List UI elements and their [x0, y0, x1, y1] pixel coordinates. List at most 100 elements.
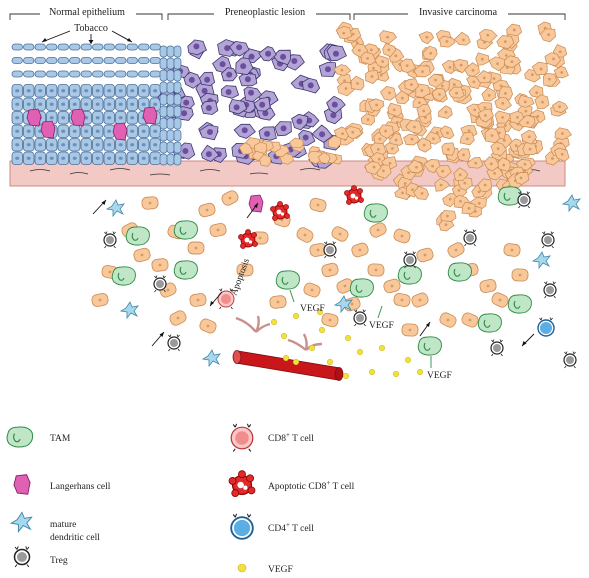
- carcinoma-nucleus: [504, 91, 507, 95]
- preneoplastic-nucleus: [265, 50, 272, 57]
- carcinoma-nucleus: [486, 33, 490, 37]
- carcinoma-nucleus: [483, 40, 486, 44]
- tam-cell: [447, 262, 472, 282]
- carcinoma-nucleus: [400, 96, 404, 100]
- carcinoma-nucleus: [477, 201, 481, 205]
- normal-cell: [23, 43, 35, 51]
- apoptotic-cd8-t-cell: [238, 229, 258, 249]
- transition-cell: [159, 81, 168, 94]
- carcinoma-nucleus: [490, 134, 494, 137]
- preneoplastic-nucleus: [219, 61, 226, 68]
- stromal-tumor-cells: [91, 190, 529, 337]
- carcinoma-nucleus: [392, 108, 396, 112]
- transition-cell: [166, 129, 175, 142]
- carcinoma-cell: [307, 150, 324, 165]
- normal-cell: [46, 57, 58, 64]
- tam-cell: [173, 260, 198, 280]
- normal-cell: [149, 70, 161, 78]
- stromal-tumor-cell: [369, 222, 387, 238]
- carcinoma-nucleus: [341, 132, 344, 136]
- carcinoma-nucleus: [438, 93, 441, 96]
- normal-cell-nucleus: [118, 143, 123, 147]
- normal-cell: [46, 43, 58, 51]
- preneoplastic-nucleus: [206, 129, 213, 136]
- carcinoma-nucleus: [407, 171, 410, 175]
- tam-cell: [275, 270, 300, 290]
- dendritic-cell: [333, 295, 353, 314]
- carcinoma-nucleus: [421, 70, 424, 74]
- tam-cell: [125, 226, 150, 246]
- carcinoma-nucleus: [527, 135, 531, 139]
- transition-cell: [159, 129, 168, 142]
- normal-cell-nucleus: [153, 143, 158, 147]
- carcinoma-nucleus: [560, 152, 564, 156]
- normal-cell-nucleus: [61, 116, 66, 120]
- carcinoma-cell: [518, 114, 536, 128]
- stromal-tumor-cell: [91, 293, 109, 307]
- legend-treg: Treg: [50, 556, 68, 566]
- carcinoma-nucleus: [375, 103, 379, 107]
- carcinoma-nucleus: [455, 91, 458, 95]
- preneoplastic-nucleus: [233, 104, 240, 111]
- carcinoma-nucleus: [377, 157, 381, 161]
- normal-cell-nucleus: [141, 89, 146, 93]
- stromal-tumor-cell: [133, 247, 151, 263]
- apoptotic-cd8-t-cell: [344, 185, 364, 205]
- normal-cell: [57, 43, 69, 51]
- transition-cell: [173, 69, 182, 82]
- carcinoma-nucleus: [459, 63, 463, 67]
- carcinoma-nucleus: [452, 83, 456, 86]
- stromal-tumor-cell: [351, 242, 369, 258]
- normal-cell-nucleus: [95, 89, 100, 93]
- normal-cell-nucleus: [130, 129, 135, 133]
- preneoplastic-nucleus: [302, 134, 309, 141]
- carcinoma-cell: [327, 135, 342, 149]
- carcinoma-nucleus: [524, 109, 528, 113]
- stromal-tumor-cell: [393, 293, 411, 307]
- normal-cell-nucleus: [38, 89, 43, 93]
- carcinoma-nucleus: [388, 161, 392, 165]
- normal-cell: [69, 57, 81, 64]
- carcinoma-nucleus: [410, 83, 413, 86]
- normal-cell-nucleus: [130, 102, 135, 106]
- vegf-dot: [342, 372, 350, 380]
- carcinoma-nucleus: [386, 35, 389, 39]
- normal-cell-nucleus: [15, 89, 20, 93]
- normal-cell-nucleus: [95, 116, 100, 120]
- carcinoma-cell: [453, 31, 471, 46]
- langerhans-cell: [13, 474, 31, 495]
- carcinoma-nucleus: [535, 91, 539, 95]
- normal-cell: [34, 70, 46, 78]
- preneoplastic-nucleus: [201, 87, 208, 94]
- carcinoma-nucleus: [501, 101, 505, 105]
- vegf-dot: [404, 356, 412, 364]
- carcinoma-nucleus: [472, 80, 476, 84]
- preneoplastic-nucleus: [236, 44, 243, 51]
- carcinoma-nucleus: [502, 139, 506, 142]
- preneoplastic-nucleus: [225, 89, 232, 96]
- preneoplastic-nucleus: [291, 58, 298, 65]
- vegf-dot: [326, 358, 334, 366]
- vegf-dot: [368, 368, 376, 376]
- cd4-t-cell: [537, 317, 555, 337]
- normal-cell: [11, 43, 23, 51]
- carcinoma-nucleus: [516, 115, 519, 119]
- carcinoma-nucleus: [504, 124, 507, 127]
- carcinoma-nucleus: [463, 181, 467, 185]
- vegf-dot: [378, 344, 386, 352]
- carcinoma-nucleus: [448, 197, 452, 201]
- carcinoma-nucleus: [492, 77, 496, 80]
- carcinoma-nucleus: [381, 169, 385, 173]
- legend-langerhans: Langerhans cell: [50, 482, 111, 492]
- carcinoma-nucleus: [471, 68, 475, 72]
- carcinoma-nucleus: [340, 68, 344, 72]
- carcinoma-cell: [259, 154, 271, 167]
- tam-cell: [477, 313, 502, 333]
- carcinoma-nucleus: [366, 118, 370, 121]
- stromal-tumor-cell: [503, 243, 521, 257]
- vegf-dot: [318, 326, 326, 334]
- transition-cell: [159, 57, 168, 70]
- carcinoma-nucleus: [440, 84, 444, 88]
- tam-cell: [173, 220, 198, 240]
- normal-cell-nucleus: [141, 156, 146, 160]
